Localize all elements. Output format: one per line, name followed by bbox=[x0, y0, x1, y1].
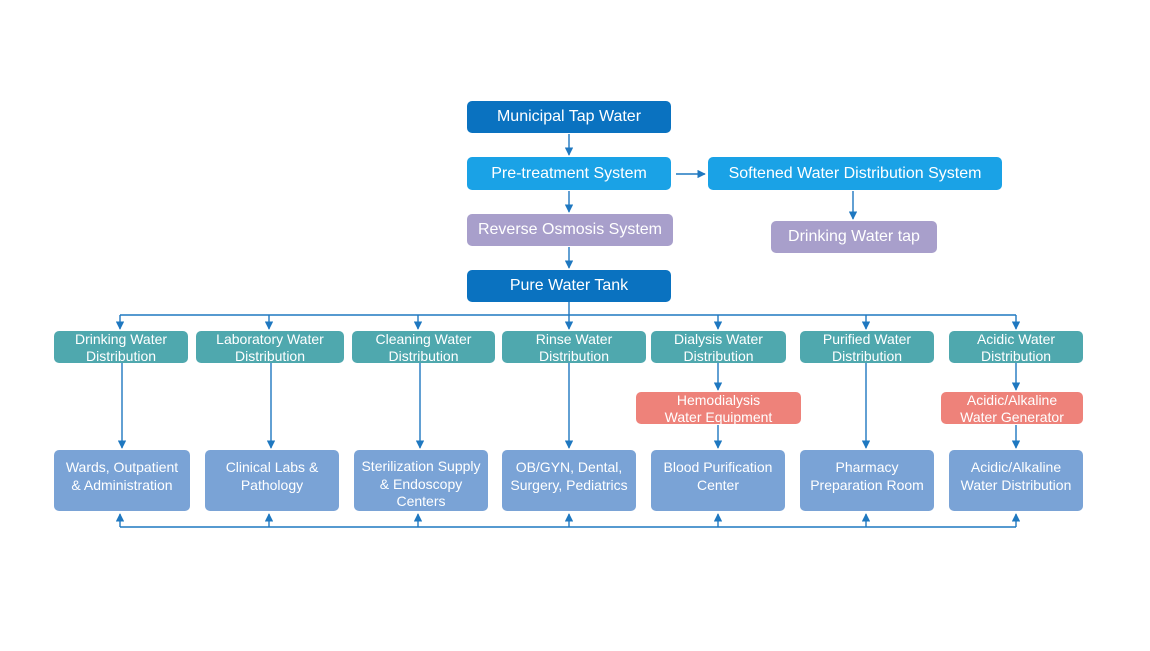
node-pretreatment-system: Pre-treatment System bbox=[467, 157, 671, 190]
dist-acidic-water: Acidic Water Distribution bbox=[949, 331, 1083, 364]
node-softened-water-distribution: Softened Water Distribution System bbox=[708, 157, 1002, 190]
dist-rinse-water: Rinse Water Distribution bbox=[502, 331, 646, 364]
node-municipal-tap-water: Municipal Tap Water bbox=[467, 101, 671, 133]
dest-obgyn-dental: OB/GYN, Dental, Surgery, Pediatrics bbox=[502, 450, 636, 511]
dest-pharmacy-preparation: Pharmacy Preparation Room bbox=[800, 450, 934, 511]
dest-sterilization-supply: Sterilization Supply & Endoscopy Centers bbox=[354, 450, 488, 511]
node-reverse-osmosis-system: Reverse Osmosis System bbox=[467, 214, 673, 246]
node-pure-water-tank: Pure Water Tank bbox=[467, 270, 671, 302]
dist-drinking-water: Drinking Water Distribution bbox=[54, 331, 188, 364]
equip-hemodialysis: Hemodialysis Water Equipment bbox=[636, 392, 801, 425]
dest-clinical-labs: Clinical Labs & Pathology bbox=[205, 450, 339, 511]
dist-laboratory-water: Laboratory Water Distribution bbox=[196, 331, 344, 364]
dest-blood-purification: Blood Purification Center bbox=[651, 450, 785, 511]
dest-acidic-alkaline-distribution: Acidic/Alkaline Water Distribution bbox=[949, 450, 1083, 511]
equip-acidic-alkaline-generator: Acidic/Alkaline Water Generator bbox=[941, 392, 1083, 425]
dist-cleaning-water: Cleaning Water Distribution bbox=[352, 331, 495, 364]
dest-wards-outpatient: Wards, Outpatient & Administration bbox=[54, 450, 190, 511]
node-drinking-water-tap: Drinking Water tap bbox=[771, 221, 937, 253]
dist-purified-water: Purified Water Distribution bbox=[800, 331, 934, 364]
dist-dialysis-water: Dialysis Water Distribution bbox=[651, 331, 786, 364]
